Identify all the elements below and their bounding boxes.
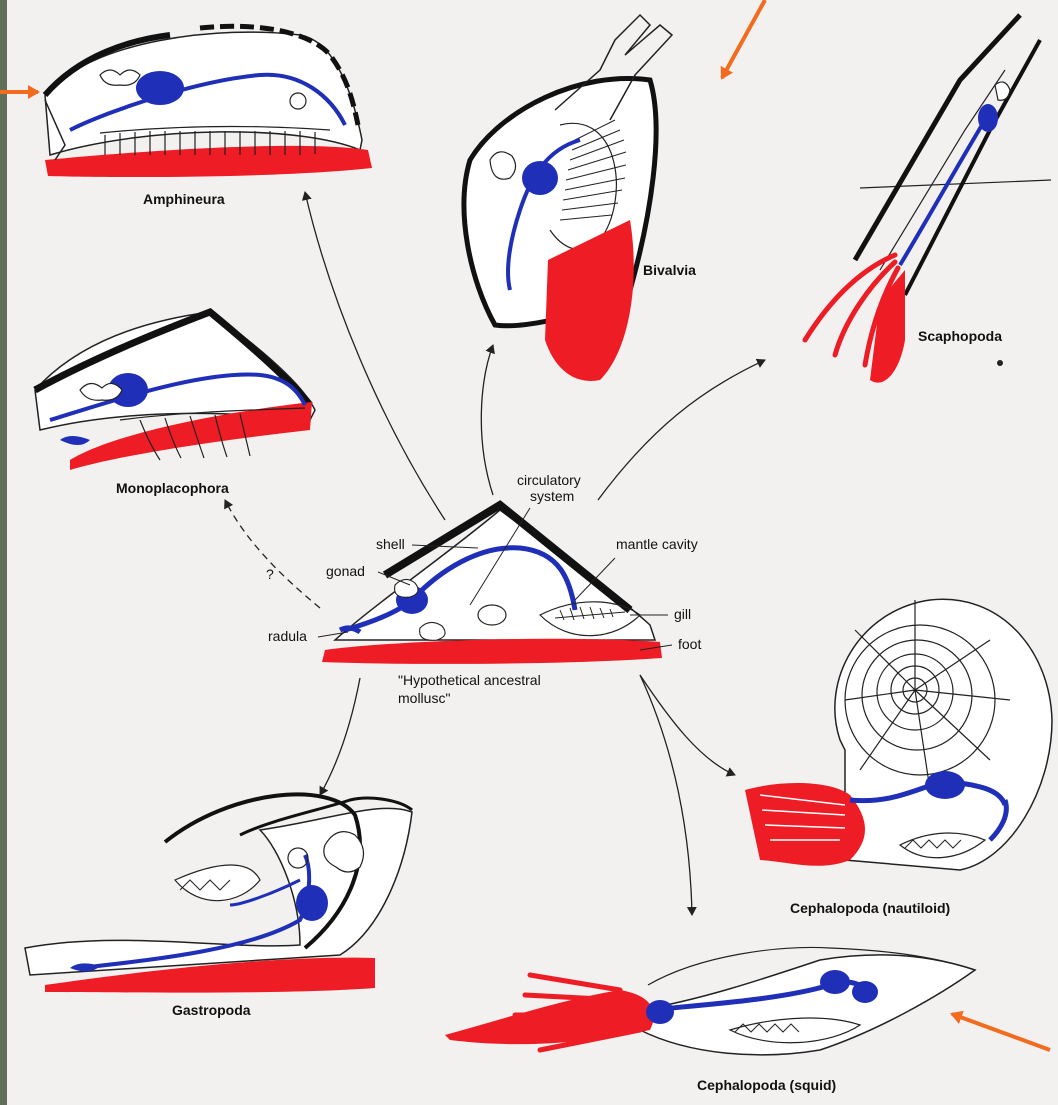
label-circulatory-system-line1: circulatory (517, 472, 581, 488)
arrow-to-scaphopoda (598, 360, 765, 500)
arrow-to-monoplacophora (225, 500, 320, 608)
label-nautiloid: Cephalopoda (nautiloid) (790, 900, 950, 916)
uncertain-question-mark: ? (266, 566, 274, 582)
label-radula: radula (268, 628, 307, 644)
label-gill: gill (674, 606, 691, 622)
label-mantle-cavity: mantle cavity (616, 536, 698, 552)
squid-heart (820, 970, 850, 994)
gastropoda-heart (296, 885, 328, 921)
label-gastropoda: Gastropoda (172, 1002, 251, 1018)
arrow-to-bivalvia (481, 345, 493, 495)
amphineura-heart (136, 71, 184, 105)
label-scaphopoda: Scaphopoda (918, 328, 1002, 344)
label-foot: foot (678, 636, 701, 652)
label-gonad: gonad (326, 563, 365, 579)
arrow-to-nautiloid (640, 675, 735, 775)
ancestor-drawing (318, 505, 672, 664)
highlight-arrow-bivalvia (722, 0, 765, 78)
squid-drawing (445, 947, 975, 1054)
label-bivalvia: Bivalvia (643, 262, 696, 278)
amphineura-drawing (45, 26, 372, 177)
label-circulatory-system-line2: system (530, 488, 574, 504)
bivalvia-drawing (464, 15, 672, 381)
nautiloid-drawing (745, 599, 1052, 870)
ancestor-title-line2: mollusc" (398, 690, 450, 706)
gastropoda-drawing (25, 794, 412, 992)
arrow-to-gastropoda (320, 678, 360, 795)
ancestor-foot (322, 639, 662, 664)
label-squid: Cephalopoda (squid) (697, 1077, 836, 1093)
arrow-to-amphineura (305, 192, 445, 520)
scaphopoda-heart (978, 104, 998, 132)
monoplacophora-drawing (35, 312, 315, 470)
label-monoplacophora: Monoplacophora (116, 480, 229, 496)
label-amphineura: Amphineura (143, 191, 225, 207)
ancestor-title-line1: "Hypothetical ancestral (398, 672, 541, 688)
highlight-arrow-squid (952, 1014, 1050, 1050)
amphineura-foot (45, 146, 372, 177)
label-shell: shell (376, 536, 405, 552)
nautiloid-heart (925, 771, 965, 799)
bivalvia-heart (522, 161, 558, 195)
